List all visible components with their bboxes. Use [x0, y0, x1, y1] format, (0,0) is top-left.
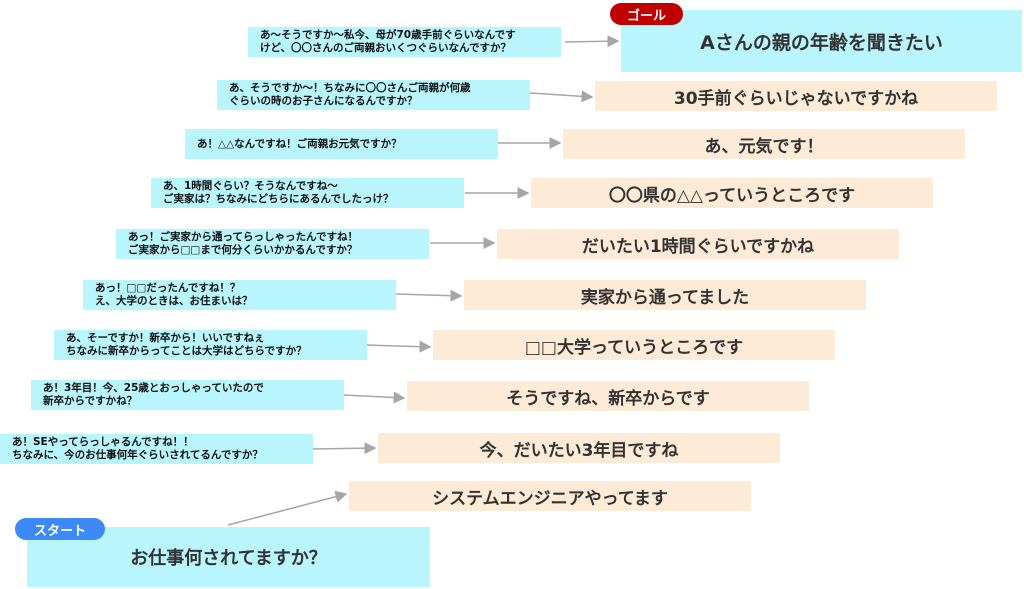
answer-text: だいたい1時間ぐらいですかね [581, 236, 815, 257]
answer-text: 実家から通ってました [580, 287, 750, 308]
answer-text: 30手前ぐらいじゃないですかね [673, 88, 919, 109]
question-box: あ〜そうですか〜私今、母が70歳手前ぐらいなんです けど、〇〇さんのご両親おいく… [248, 27, 561, 57]
arrow-connector [395, 289, 463, 302]
question-text: あ、そうですか〜！ちなみに〇〇さんご両親が何歳 ぐらいの時のお子さんになるんです… [229, 82, 471, 107]
answer-text: 〇〇県の△△っていうところです [608, 185, 856, 206]
answer-text: そうですね、新卒からです [506, 388, 710, 409]
answer-text: 今、だいたい3年目ですね [479, 440, 679, 461]
question-text: あ、1時間ぐらい？そうなんですね〜 ご実家は？ちなみにどちらにあるんでしたっけ？ [163, 180, 394, 205]
answer-box: だいたい1時間ぐらいですかね [497, 229, 899, 259]
question-box: あ、1時間ぐらい？そうなんですね〜 ご実家は？ちなみにどちらにあるんでしたっけ？ [151, 178, 464, 208]
question-box: あっ！□□だったんですね！？ え、大学のときは、お住まいは？ [83, 280, 396, 310]
answer-box: 30手前ぐらいじゃないですかね [595, 81, 997, 111]
answer-box: システムエンジニアやってます [349, 481, 751, 511]
answer-text: あ、元気です！ [704, 136, 824, 157]
arrow-connector [564, 35, 620, 48]
start-label: スタート [15, 518, 105, 540]
answer-box: あ、元気です！ [563, 129, 965, 159]
goal-label: ゴール [610, 3, 683, 25]
question-text: あ！△△なんですね！ご両親お元気ですか？ [197, 137, 402, 150]
arrow-connector [342, 391, 406, 404]
start-text: お仕事何されてますか？ [130, 548, 327, 569]
question-text: あっ！ご実家から通ってらっしゃったんですね！ ご実家から□□まで何分くらいかかる… [128, 231, 358, 256]
question-text: あ！SEやってらっしゃるんですね！！ ちなみに、今のお仕事何年ぐらいされてるんで… [12, 436, 263, 461]
answer-box: そうですね、新卒からです [407, 381, 809, 411]
question-box: あ、そうですか〜！ちなみに〇〇さんご両親が何歳 ぐらいの時のお子さんになるんです… [217, 80, 530, 110]
arrow-connector [312, 442, 377, 455]
answer-text: システムエンジニアやってます [432, 488, 668, 509]
answer-box: 実家から通ってました [464, 280, 866, 310]
answer-box: 今、だいたい3年目ですね [378, 433, 780, 463]
question-box: あ！3年目！今、25歳とおっしゃっていたので 新卒からですかね？ [31, 380, 344, 410]
arrow-connector [529, 90, 594, 103]
question-text: あ、そーですか！新卒から！いいですねぇ ちなみに新卒からってことは大学はどちらで… [66, 332, 307, 357]
goal-text: Aさんの親の年齢を聞きたい [700, 31, 943, 54]
question-box: あ！△△なんですね！ご両親お元気ですか？ [185, 129, 498, 159]
question-box: あっ！ご実家から通ってらっしゃったんですね！ ご実家から□□まで何分くらいかかる… [116, 229, 429, 259]
arrow-connector [227, 490, 348, 526]
question-text: あ〜そうですか〜私今、母が70歳手前ぐらいなんです けど、〇〇さんのご両親おいく… [260, 29, 516, 54]
question-text: あっ！□□だったんですね！？ え、大学のときは、お住まいは？ [95, 282, 253, 307]
answer-box: □□大学っていうところです [433, 330, 835, 360]
question-text: あ！3年目！今、25歳とおっしゃっていたので 新卒からですかね？ [43, 382, 264, 407]
answer-text: □□大学っていうところです [524, 337, 744, 358]
goal-box: Aさんの親の年齢を聞きたい [621, 10, 1022, 72]
question-box: あ、そーですか！新卒から！いいですねぇ ちなみに新卒からってことは大学はどちらで… [54, 330, 367, 360]
answer-box: 〇〇県の△△っていうところです [531, 178, 933, 208]
arrow-connector [366, 340, 432, 353]
question-box: あ！SEやってらっしゃるんですね！！ ちなみに、今のお仕事何年ぐらいされてるんで… [0, 434, 313, 464]
